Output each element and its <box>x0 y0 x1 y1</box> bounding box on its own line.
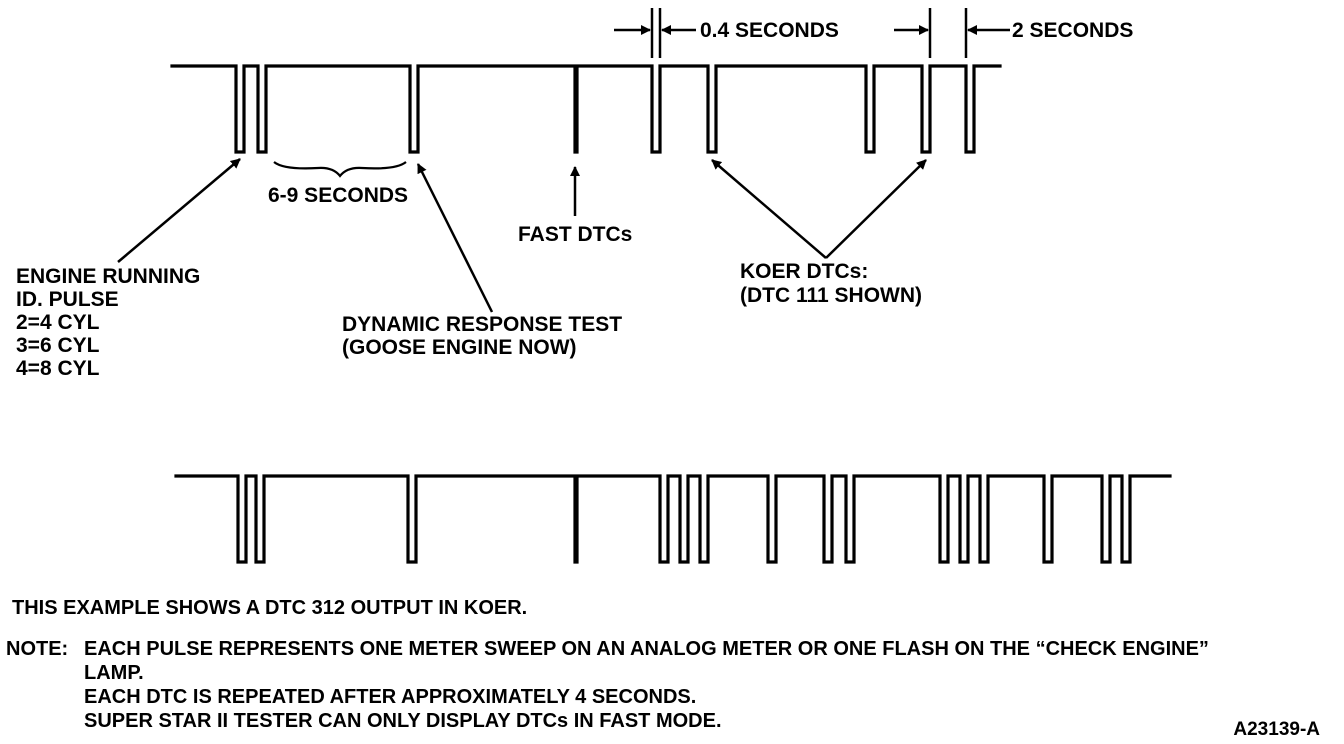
koer-dtc-pointer-right <box>825 159 927 259</box>
figure-id: A23139-A <box>1233 719 1320 740</box>
dynamic-test-pointer <box>416 163 494 313</box>
note-line-3: EACH DTC IS REPEATED AFTER APPROXIMATELY… <box>84 686 696 708</box>
label-2-seconds: 2 SECONDS <box>1012 19 1133 42</box>
label-4-cyl: 2=4 CYL <box>16 311 100 334</box>
label-dynamic-response: DYNAMIC RESPONSE TEST <box>342 313 622 336</box>
note-line-2: LAMP. <box>84 662 144 684</box>
label-id-pulse: ID. PULSE <box>16 288 119 311</box>
note-line-1: EACH PULSE REPRESENTS ONE METER SWEEP ON… <box>84 638 1209 660</box>
label-koer-dtcs: KOER DTCs: <box>740 260 868 283</box>
label-8-cyl: 4=8 CYL <box>16 357 100 380</box>
top-pulse-waveform <box>170 64 1002 154</box>
note-line-4: SUPER STAR II TESTER CAN ONLY DISPLAY DT… <box>84 710 722 732</box>
label-engine-running: ENGINE RUNNING <box>16 265 200 288</box>
label-fast-dtcs: FAST DTCs <box>518 223 632 246</box>
bottom-pulse-waveform <box>174 474 1172 564</box>
engine-id-pointer <box>117 158 241 263</box>
example-caption: THIS EXAMPLE SHOWS A DTC 312 OUTPUT IN K… <box>12 597 527 619</box>
label-koer-dtc-111: (DTC 111 SHOWN) <box>740 284 922 307</box>
label-0-4-seconds: 0.4 SECONDS <box>700 19 839 42</box>
label-goose-engine: (GOOSE ENGINE NOW) <box>342 336 577 359</box>
label-6-cyl: 3=6 CYL <box>16 334 100 357</box>
koer-dtc-pointer-left <box>711 159 827 259</box>
gap-brace <box>273 161 407 178</box>
note-prefix: NOTE: <box>6 638 68 660</box>
timing-marks <box>614 8 1010 58</box>
label-6-9-seconds: 6-9 SECONDS <box>268 184 408 207</box>
